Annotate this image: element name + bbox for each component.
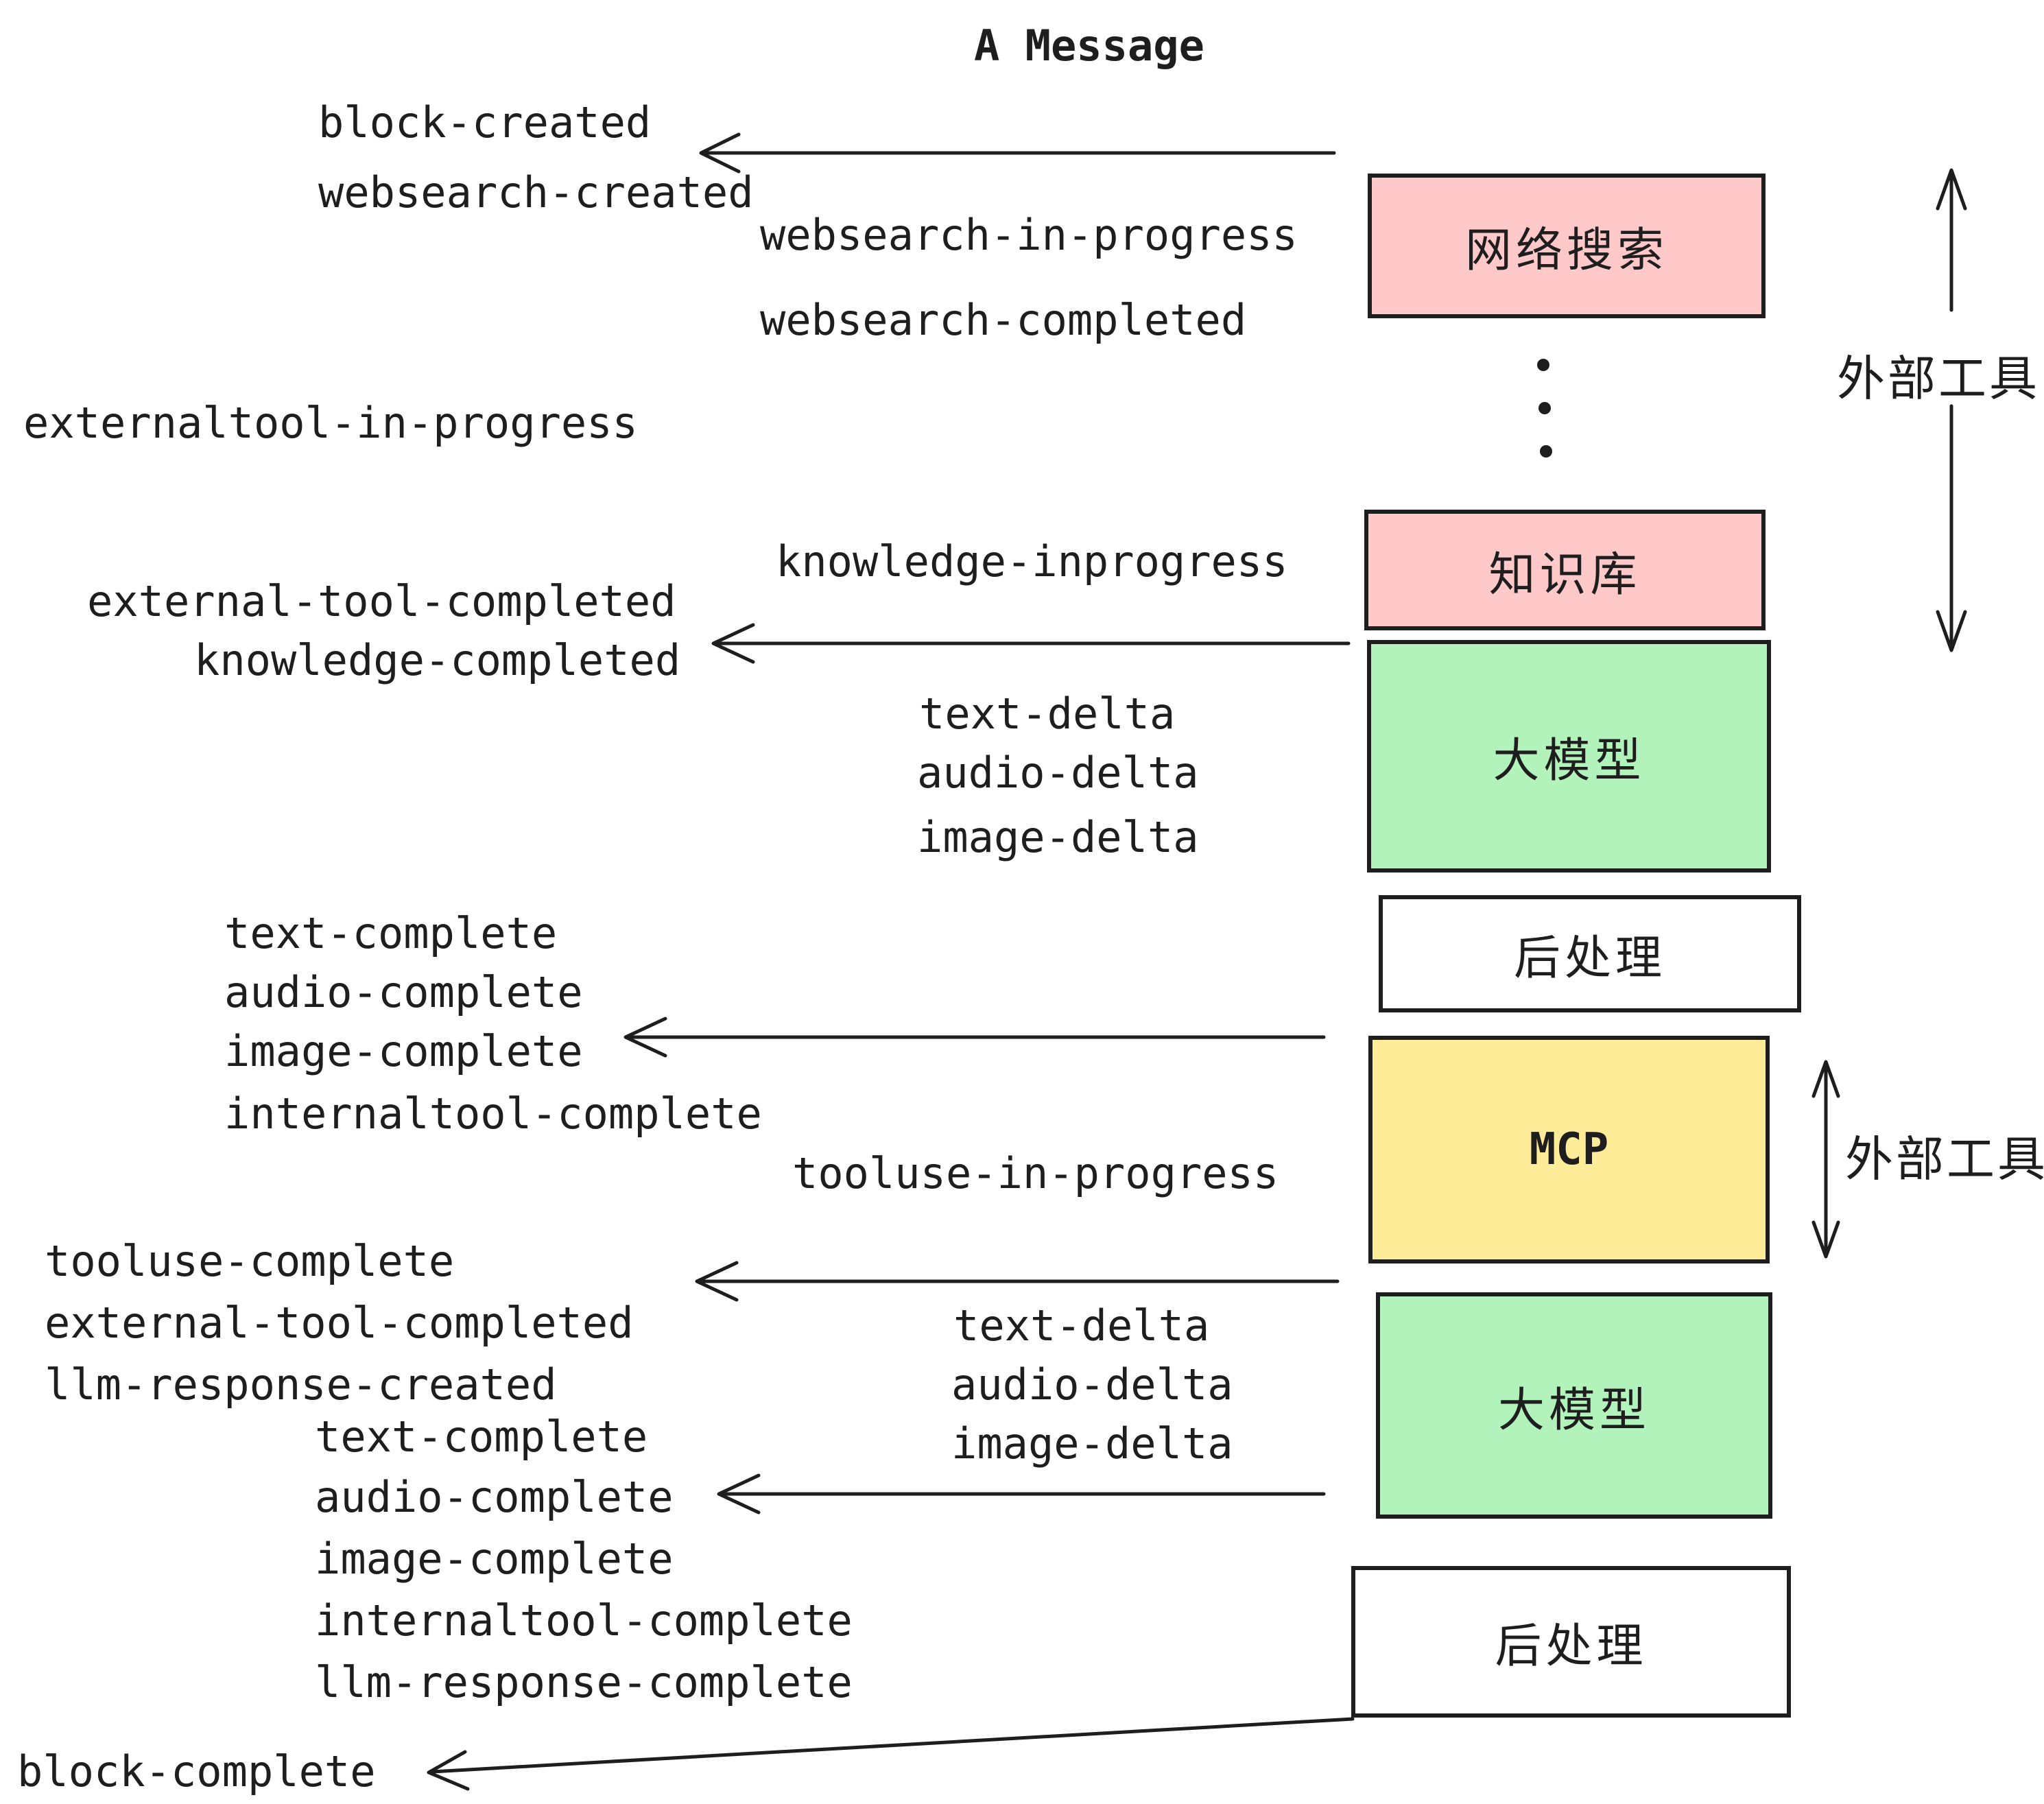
box-llm-2-label: 大模型 (1497, 1384, 1650, 1436)
box-llm-1-label: 大模型 (1493, 735, 1645, 787)
event-text-complete-2: text-complete (315, 1412, 648, 1462)
label-external-tools-top: 外部工具 (1837, 352, 2040, 405)
arrow-llm2-to-complete (717, 1473, 1326, 1515)
arrow-knowledge-to-completed (711, 623, 1351, 664)
arrow-llm-to-complete (623, 1017, 1326, 1058)
event-audio-delta: audio-delta (917, 748, 1199, 798)
event-internaltool-complete-2: internaltool-complete (315, 1595, 853, 1646)
event-image-delta: image-delta (917, 812, 1199, 862)
arrow-postprocess-to-block-complete (427, 1717, 1355, 1791)
box-llm-2: 大模型 (1376, 1292, 1772, 1519)
ellipsis-dots (1537, 359, 1552, 458)
event-image-delta-2: image-delta (951, 1419, 1233, 1469)
box-postprocess-1-label: 后处理 (1513, 932, 1666, 984)
event-audio-delta-2: audio-delta (951, 1360, 1233, 1410)
event-external-tool-completed-2: external-tool-completed (45, 1298, 634, 1348)
event-knowledge-completed: knowledge-completed (194, 635, 681, 685)
event-audio-complete-2: audio-complete (315, 1472, 674, 1522)
event-llm-response-created: llm-response-created (45, 1360, 557, 1410)
box-postprocess-2-label: 后处理 (1495, 1620, 1648, 1672)
event-websearch-created: websearch-created (318, 167, 754, 217)
label-external-tools-mcp: 外部工具 (1845, 1132, 2044, 1186)
event-text-complete: text-complete (224, 908, 558, 958)
box-mcp-label: MCP (1529, 1124, 1609, 1175)
box-postprocess-2: 后处理 (1351, 1566, 1791, 1718)
box-llm-1: 大模型 (1367, 640, 1771, 873)
event-text-delta: text-delta (919, 689, 1176, 739)
event-websearch-completed: websearch-completed (760, 295, 1247, 345)
event-internaltool-complete: internaltool-complete (224, 1089, 762, 1139)
box-knowledge-label: 知识库 (1488, 548, 1641, 601)
event-text-delta-2: text-delta (953, 1301, 1210, 1351)
box-mcp: MCP (1368, 1036, 1770, 1263)
event-tooluse-in-progress: tooluse-in-progress (792, 1148, 1279, 1198)
event-block-created: block-created (318, 97, 652, 147)
event-audio-complete: audio-complete (224, 967, 583, 1017)
event-tooluse-complete: tooluse-complete (45, 1236, 455, 1286)
external-tools-vertical-arrow-top (1936, 168, 1967, 652)
box-websearch-label: 网络搜索 (1464, 224, 1668, 276)
arrow-mcp-to-tooluse-complete (695, 1261, 1340, 1302)
event-externaltool-in-progress: externaltool-in-progress (23, 398, 638, 448)
event-llm-response-complete: llm-response-complete (315, 1657, 853, 1707)
event-image-complete-2: image-complete (315, 1534, 674, 1584)
event-image-complete: image-complete (224, 1026, 583, 1076)
event-block-complete: block-complete (17, 1746, 376, 1796)
external-tools-vertical-arrow-mcp (1811, 1060, 1840, 1259)
event-websearch-in-progress: websearch-in-progress (760, 210, 1298, 260)
event-knowledge-inprogress: knowledge-inprogress (776, 536, 1288, 586)
diagram-title: A Message (974, 21, 1204, 71)
box-websearch: 网络搜索 (1368, 174, 1766, 318)
arrow-websearch-to-created (699, 132, 1336, 174)
event-external-tool-completed: external-tool-completed (87, 576, 676, 626)
box-postprocess-1: 后处理 (1379, 895, 1801, 1012)
box-knowledge: 知识库 (1364, 510, 1766, 630)
